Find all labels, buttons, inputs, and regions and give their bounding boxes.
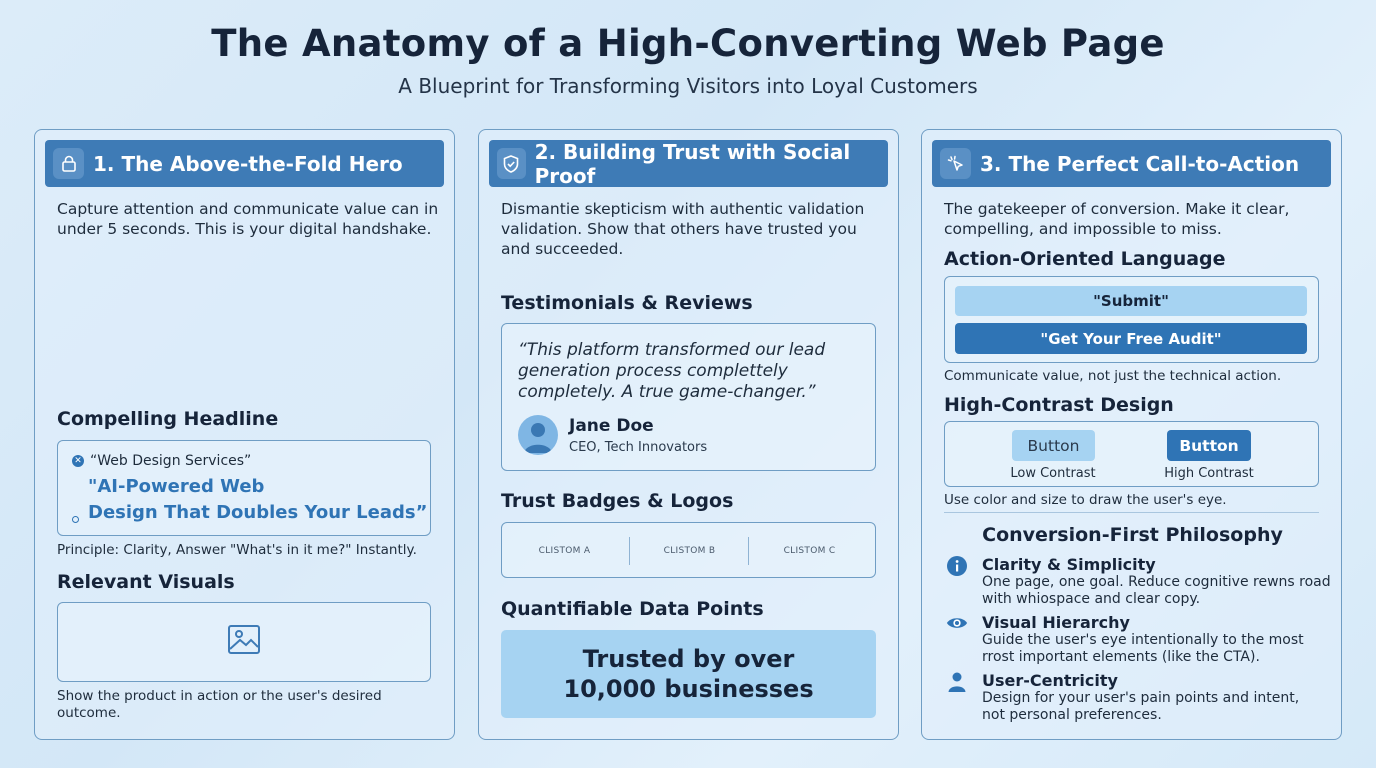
panel-social-proof: 2. Building Trust with Social Proof Dism… bbox=[478, 129, 899, 740]
high-contrast-label: High Contrast bbox=[1164, 466, 1254, 481]
section-divider bbox=[944, 512, 1319, 513]
person-role: CEO, Tech Innovators bbox=[569, 440, 708, 455]
low-contrast-label: Low Contrast bbox=[1010, 466, 1096, 481]
strong-cta-button[interactable]: "Get Your Free Audit" bbox=[955, 323, 1307, 354]
logo-customer-a: CLISTOM A bbox=[538, 546, 591, 556]
logo-customer-b: CLISTOM B bbox=[663, 546, 716, 556]
cta-intro: The gatekeeper of conversion. Make it cl… bbox=[944, 200, 1290, 238]
high-contrast-button[interactable]: Button bbox=[1167, 430, 1251, 461]
data-point-callout: Trusted by over 10,000 businesses bbox=[501, 630, 876, 718]
user-icon bbox=[946, 671, 968, 693]
principle-user-centricity-desc-line2: not personal preferences. bbox=[982, 707, 1162, 723]
panel-hero-header: 1. The Above-the-Fold Hero bbox=[45, 140, 444, 187]
contrast-heading: High-Contrast Design bbox=[944, 394, 1174, 416]
data-points-heading: Quantifiable Data Points bbox=[501, 598, 764, 620]
image-icon bbox=[227, 623, 261, 661]
shield-check-icon bbox=[497, 148, 526, 179]
low-contrast-button[interactable]: Button bbox=[1012, 430, 1095, 461]
data-point-line2: 10,000 businesses bbox=[563, 675, 814, 703]
principle-clarity-title: Clarity & Simplicity bbox=[982, 555, 1156, 574]
language-heading: Action-Oriented Language bbox=[944, 248, 1226, 270]
principle-hierarchy-desc-line1: Guide the user's eye intentionally to th… bbox=[982, 632, 1304, 648]
principle-clarity-desc-line2: with whiospace and clear copy. bbox=[982, 591, 1201, 607]
panel-cta-title: 3. The Perfect Call-to-Action bbox=[980, 151, 1300, 176]
principle-user-centricity-title: User-Centricity bbox=[982, 671, 1118, 690]
headline-principle: Principle: Clarity, Answer "What's in it… bbox=[57, 542, 417, 558]
visuals-placeholder bbox=[57, 602, 431, 682]
contrast-note: Use color and size to draw the user's ey… bbox=[944, 492, 1227, 508]
principle-clarity-desc-line1: One page, one goal. Reduce cognitive rew… bbox=[982, 574, 1331, 590]
panel-hero-title: 1. The Above-the-Fold Hero bbox=[93, 151, 403, 176]
panel-cta: 3. The Perfect Call-to-Action The gateke… bbox=[921, 129, 1342, 740]
headline-after-line1: "AI-Powered Web bbox=[88, 476, 265, 497]
avatar bbox=[518, 415, 558, 455]
info-icon bbox=[946, 555, 968, 577]
language-note: Communicate value, not just the technica… bbox=[944, 368, 1282, 384]
headline-heading: Compelling Headline bbox=[57, 408, 279, 430]
principle-hierarchy-desc-line2: rrost important elements (like the CTA). bbox=[982, 649, 1260, 665]
lock-icon bbox=[53, 148, 84, 179]
principle-user-centricity-desc-line1: Design for your user's pain points and i… bbox=[982, 690, 1300, 706]
social-intro: Dismantie skepticism with authentic vali… bbox=[501, 200, 865, 258]
panel-social-proof-header: 2. Building Trust with Social Proof bbox=[489, 139, 888, 188]
circle-bullet-icon bbox=[72, 516, 79, 523]
philosophy-heading: Conversion-First Philosophy bbox=[982, 524, 1283, 546]
cta-language-box: "Submit" "Get Your Free Audit" bbox=[944, 276, 1319, 363]
cursor-click-icon bbox=[940, 148, 971, 179]
logo-divider bbox=[629, 537, 630, 565]
logo-divider bbox=[748, 537, 749, 565]
testimonial-quote: “This platform transformed our lead gene… bbox=[518, 340, 826, 402]
panel-social-proof-title: 2. Building Trust with Social Proof bbox=[534, 139, 851, 188]
testimonial-card: “This platform transformed our lead gene… bbox=[501, 323, 876, 471]
page-subtitle: A Blueprint for Transforming Visitors in… bbox=[398, 74, 978, 98]
badges-heading: Trust Badges & Logos bbox=[501, 490, 734, 512]
cross-bullet-icon: ✕ bbox=[72, 455, 84, 467]
headline-after-line2: Design That Doubles Your Leads” bbox=[88, 502, 428, 523]
principle-hierarchy-title: Visual Hierarchy bbox=[982, 613, 1130, 632]
headline-before: “Web Design Services” bbox=[90, 453, 252, 469]
panel-cta-header: 3. The Perfect Call-to-Action bbox=[932, 140, 1331, 187]
testimonials-heading: Testimonials & Reviews bbox=[501, 292, 753, 314]
person-name: Jane Doe bbox=[569, 416, 654, 436]
weak-cta-button[interactable]: "Submit" bbox=[955, 286, 1307, 316]
hero-intro: Capture attention and communicate value … bbox=[57, 200, 439, 238]
logo-strip: CLISTOM A CLISTOM B CLISTOM C bbox=[501, 522, 876, 578]
headline-example-box: ✕ “Web Design Services” "AI-Powered Web … bbox=[57, 440, 431, 536]
eye-icon bbox=[946, 612, 968, 634]
visuals-note: Show the product in action or the user's… bbox=[57, 688, 382, 721]
panel-hero: 1. The Above-the-Fold Hero Capture atten… bbox=[34, 129, 455, 740]
logo-customer-c: CLISTOM C bbox=[783, 546, 836, 556]
data-point-line1: Trusted by over bbox=[582, 645, 795, 673]
page-title: The Anatomy of a High-Converting Web Pag… bbox=[211, 22, 1165, 65]
visuals-heading: Relevant Visuals bbox=[57, 571, 235, 593]
contrast-compare-box: Button Low Contrast Button High Contrast bbox=[944, 421, 1319, 487]
